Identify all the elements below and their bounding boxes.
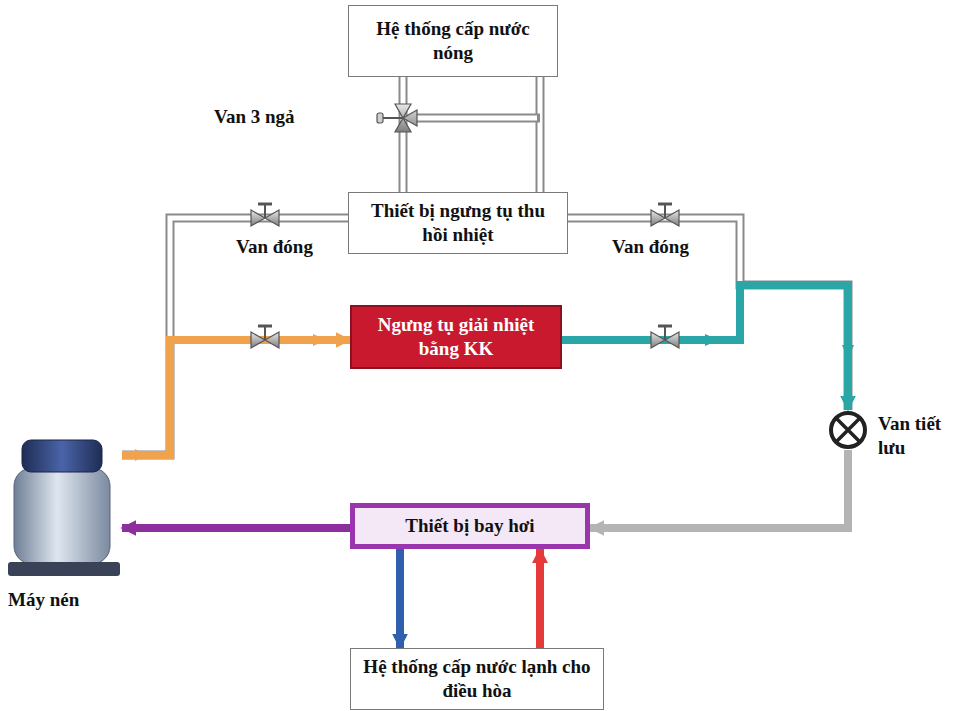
flow-arrow <box>135 449 147 461</box>
evaporator-box: Thiết bị bay hơi <box>350 503 590 549</box>
pipe <box>540 77 541 192</box>
node-label: Thiết bị ngưng tụ thu hồi nhiệt <box>359 199 557 247</box>
shutoff-valve <box>251 204 279 226</box>
node-label: Van tiết lưu <box>878 412 958 460</box>
flow-arrow <box>842 345 854 359</box>
chilled-water-system-box: Hệ thống cấp nước lạnh cho điều hòa <box>350 648 604 710</box>
valve-label: Van đóng <box>234 236 315 258</box>
air-cooled-condenser-box: Ngưng tụ giải nhiệt bằng KK <box>350 305 562 369</box>
heat-recovery-condenser-box: Thiết bị ngưng tụ thu hồi nhiệt <box>348 192 568 254</box>
flow-line <box>122 340 350 455</box>
expansion-valve: Van tiết lưu <box>828 410 868 450</box>
flow-arrow <box>313 334 327 346</box>
pipe <box>568 218 848 410</box>
flow-line <box>540 549 541 648</box>
node-label: Hệ thống cấp nước nóng <box>359 17 547 65</box>
valve-circle <box>828 410 868 450</box>
node-label: Ngưng tụ giải nhiệt bằng KK <box>362 313 550 361</box>
flow-line <box>122 528 350 529</box>
compressor: Máy nén <box>8 438 122 580</box>
flow-arrow <box>705 334 719 346</box>
compressor-icon <box>8 438 122 580</box>
flow-line <box>562 285 848 410</box>
valve-label: Van 3 ngả <box>212 106 297 128</box>
pipe <box>412 118 540 119</box>
flow-line <box>400 549 401 648</box>
hot-water-system-box: Hệ thống cấp nước nóng <box>348 5 558 77</box>
three-way-valve <box>377 104 417 132</box>
node-label: Thiết bị bay hơi <box>405 514 534 538</box>
pipe <box>403 77 404 192</box>
node-label: Hệ thống cấp nước lạnh cho điều hòa <box>361 655 593 703</box>
shutoff-valve <box>251 326 279 348</box>
shutoff-valve <box>651 204 679 226</box>
valve-label: Van đóng <box>610 236 691 258</box>
flow-line <box>590 450 848 528</box>
shutoff-valve <box>651 326 679 348</box>
node-label: Máy nén <box>8 588 79 612</box>
